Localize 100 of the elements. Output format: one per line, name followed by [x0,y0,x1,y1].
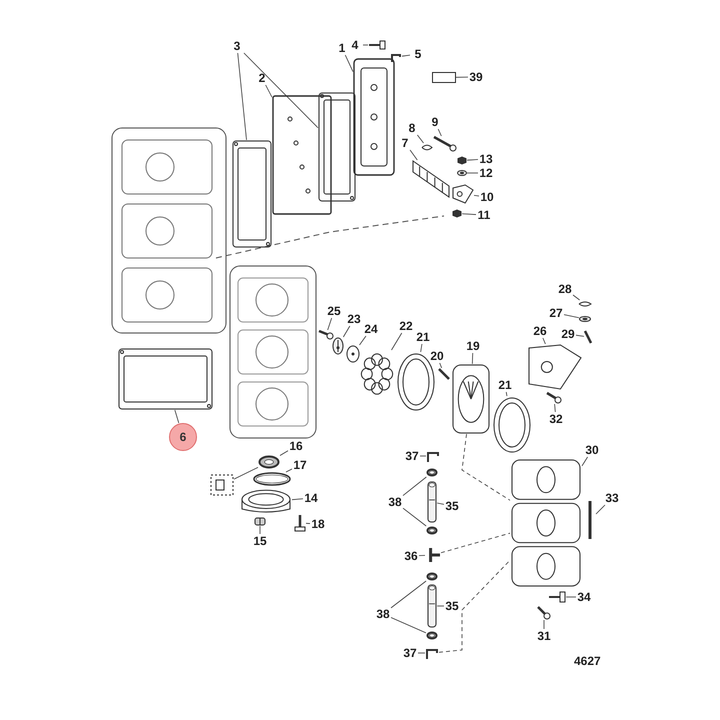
callout-number: 10 [479,190,495,204]
nut-drawing [457,156,467,165]
leader-line [244,52,318,128]
pin-drawing [584,330,592,344]
bolt-drawing [537,606,551,620]
leader-line [596,504,606,514]
intake-manifold-drawing [510,458,582,588]
leader-line [439,362,442,368]
callout-number: 17 [292,458,308,472]
gasket-drawing [318,92,356,202]
seal-drawing [426,526,438,535]
callout-number: 38 [375,607,391,621]
callout-number: 34 [576,590,592,604]
callout-number: 30 [584,443,600,457]
seal-drawing [426,468,438,477]
leader-line [554,404,556,412]
callout-number: 35 [444,599,460,613]
alignment-line [438,560,510,653]
clip-drawing [578,300,592,308]
leader-line [466,172,478,174]
leader-line [306,522,310,524]
leader-line [390,580,427,608]
leader-line [286,468,292,472]
leader-line [391,332,402,350]
leader-line [438,128,442,136]
gasket-drawing [232,140,272,248]
callout-number: 32 [548,412,564,426]
leader-line [327,318,332,330]
callout-number: 22 [398,319,414,333]
callout-number: 5 [410,47,426,61]
callout-number: 11 [476,208,492,222]
callout-number: 2 [254,71,270,85]
leader-line [576,334,584,337]
callout-number: 16 [288,439,304,453]
leader-line [265,84,272,98]
leader-line [566,596,576,598]
leader-line [402,508,427,526]
callout-number: 3 [229,39,245,53]
nut-drawing [452,209,462,218]
bolt-drawing [548,591,566,603]
leader-line [572,294,580,300]
callout-number: 39 [468,70,484,84]
callout-number: 33 [604,491,620,505]
plug-drawing [254,517,266,526]
gasket-drawing [118,348,213,410]
callout-number: 27 [548,306,564,320]
bolt-drawing [294,514,306,532]
bolt-drawing [433,136,457,152]
diagram-number: 4627 [574,653,601,670]
callout-number: 26 [532,324,548,338]
bolt-drawing [546,392,562,404]
leader-line [456,76,468,78]
leader-line [390,617,426,634]
leader-line [506,392,508,396]
bracket-drawing [528,344,582,390]
callout-number: 9 [427,115,443,129]
leader-line [342,326,350,338]
seal-drawing [258,455,280,469]
bolt-drawing [368,40,386,50]
detail-inset-drawing [210,474,234,496]
leader-line [564,314,580,318]
washer-drawing [457,170,467,176]
callout-number: 8 [404,121,420,135]
callout-number: 35 [444,499,460,513]
plate-drawing [332,337,344,355]
callout-number: 14 [303,491,319,505]
leader-line [410,150,418,160]
housing-drawing [240,489,292,515]
alignment-line [440,532,510,554]
callout-number: 28 [557,282,573,296]
hose-drawing [427,481,437,523]
leader-line [402,476,427,496]
callout-number: 21 [497,378,513,392]
leader-line [462,213,476,215]
callout-number: 18 [310,517,326,531]
leader-line [362,44,368,46]
gasket-drawing [492,396,532,454]
leader-line [359,336,366,346]
callout-number: 19 [465,339,481,353]
seal-drawing [426,631,438,640]
plate-drawing [272,95,332,215]
leader-line [416,134,424,144]
leader-line [542,338,546,344]
leader-line [582,456,588,466]
leader-line [472,352,474,364]
leader-line [280,450,288,456]
leader-line [436,502,444,505]
leader-line [418,652,426,654]
leader-line [344,54,354,72]
anode-drawing [412,160,450,198]
leader-line [474,194,480,196]
clip-drawing [421,143,433,152]
leader-line [466,159,478,161]
leader-line [292,498,304,500]
leader-line [420,344,422,352]
bolt-drawing [318,330,334,340]
callout-number: 37 [404,449,420,463]
callout-number: 31 [536,629,552,643]
callout-number: 15 [252,534,268,548]
callout-number: 20 [429,349,445,363]
